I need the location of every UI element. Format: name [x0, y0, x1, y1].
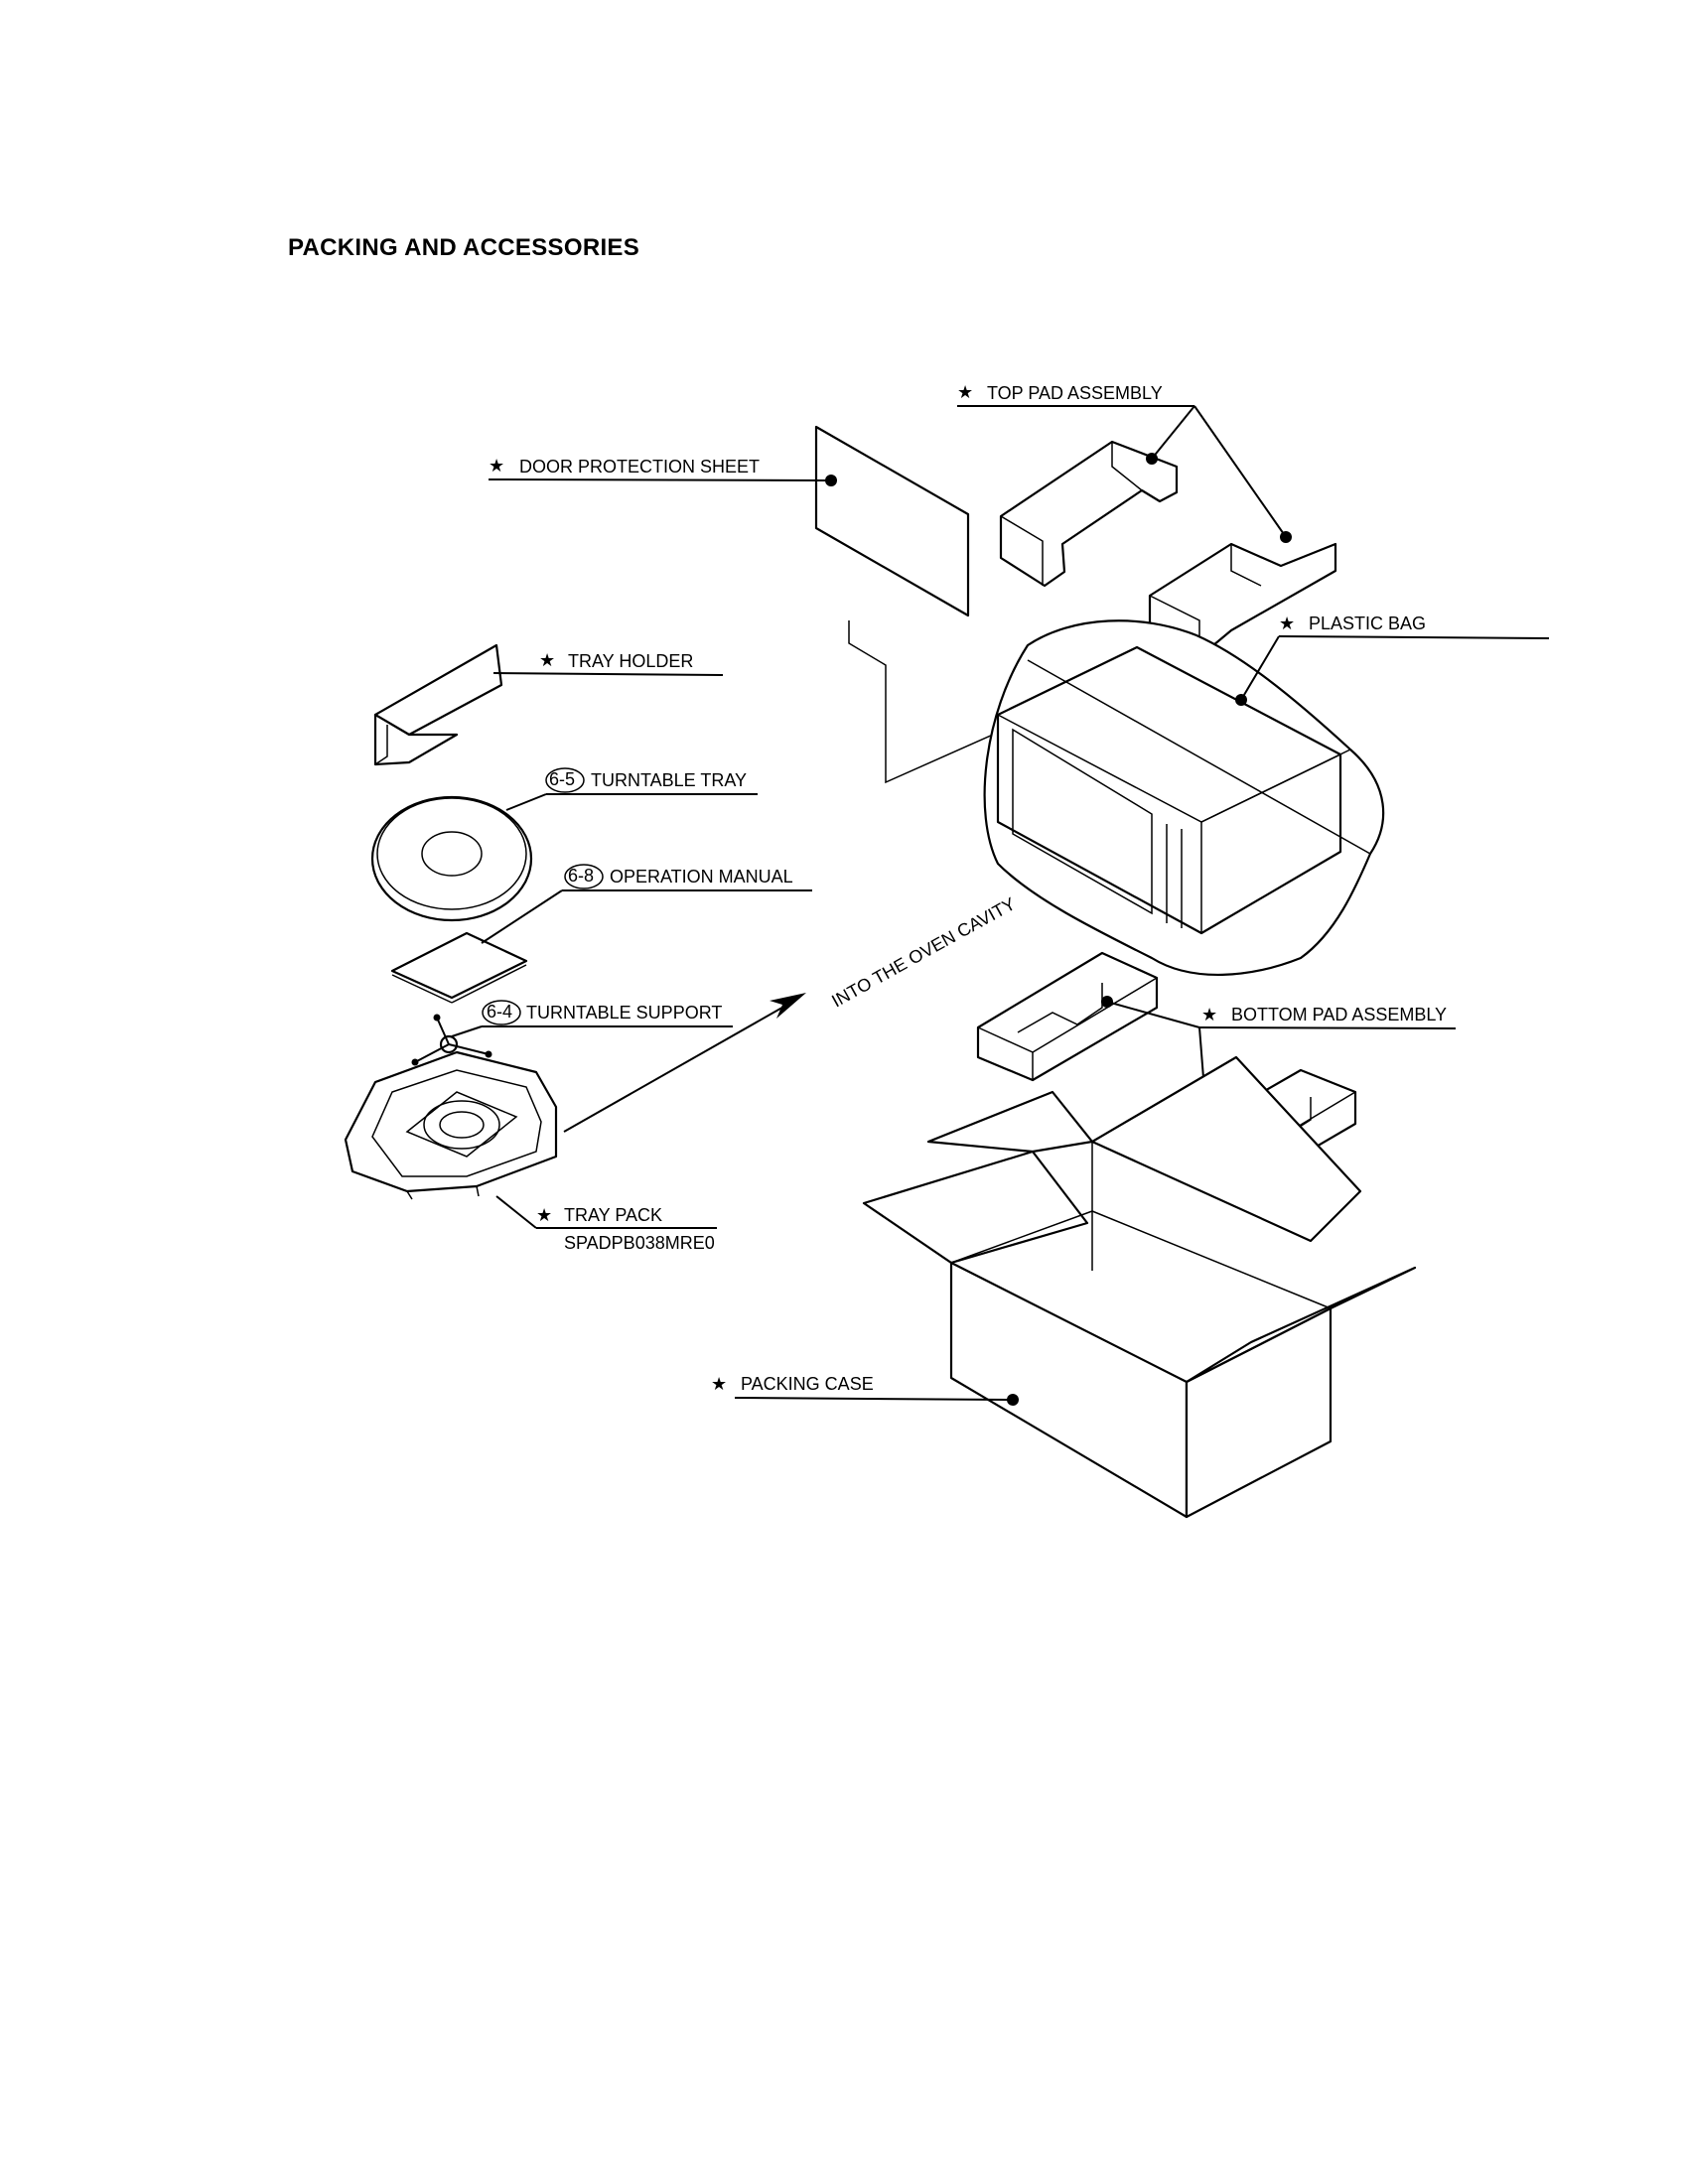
turntable-tray-part — [370, 795, 533, 922]
star-icon: ★ — [957, 382, 973, 402]
star-icon: ★ — [1279, 614, 1295, 633]
label-turntable-tray: 6-5 TURNTABLE TRAY — [505, 767, 758, 811]
label-tray-holder: ★ TRAY HOLDER — [492, 650, 724, 676]
label-tray-pack-text: TRAY PACK — [564, 1205, 662, 1225]
label-top-pad-assembly-text: TOP PAD ASSEMBLY — [987, 383, 1163, 403]
label-packing-case-text: PACKING CASE — [741, 1374, 874, 1394]
tray-holder-part — [373, 643, 503, 766]
label-top-pad-assembly: ★ TOP PAD ASSEMBLY — [957, 382, 1287, 538]
operation-manual-part — [390, 931, 528, 1004]
star-icon: ★ — [536, 1205, 552, 1225]
label-door-protection-sheet: ★ DOOR PROTECTION SHEET — [488, 456, 832, 481]
into-oven-cavity-text: INTO THE OVEN CAVITY — [828, 893, 1019, 1011]
tray-pack-part — [344, 1050, 558, 1200]
label-plastic-bag: ★ PLASTIC BAG — [1240, 614, 1550, 701]
label-operation-manual: 6-8 OPERATION MANUAL — [481, 864, 812, 944]
label-turntable-support: 6-4 TURNTABLE SUPPORT — [451, 1000, 733, 1037]
label-plastic-bag-text: PLASTIC BAG — [1309, 614, 1426, 633]
turntable-support-part — [411, 1014, 492, 1066]
ref-circle-6-5: 6-5 — [549, 769, 575, 789]
label-packing-case: ★ PACKING CASE — [711, 1374, 1014, 1401]
oven-with-plastic-bag-part — [983, 619, 1385, 977]
packing-case-part — [862, 1055, 1417, 1519]
label-turntable-support-text: TURNTABLE SUPPORT — [526, 1003, 722, 1023]
star-icon: ★ — [1201, 1005, 1217, 1024]
label-tray-pack-part-number: SPADPB038MRE0 — [564, 1233, 715, 1253]
label-tray-pack: ★ TRAY PACK SPADPB038MRE0 — [495, 1195, 717, 1253]
label-operation-manual-text: OPERATION MANUAL — [610, 867, 793, 887]
star-icon: ★ — [711, 1374, 727, 1394]
ref-circle-6-4: 6-4 — [487, 1002, 512, 1022]
label-bottom-pad-assembly: ★ BOTTOM PAD ASSEMBLY — [1106, 1001, 1457, 1155]
label-bottom-pad-assembly-text: BOTTOM PAD ASSEMBLY — [1231, 1005, 1447, 1024]
label-tray-holder-text: TRAY HOLDER — [568, 651, 693, 671]
ref-circle-6-8: 6-8 — [568, 866, 594, 886]
page-title: PACKING AND ACCESSORIES — [288, 234, 640, 261]
label-door-protection-sheet-text: DOOR PROTECTION SHEET — [519, 457, 760, 477]
star-icon: ★ — [489, 456, 504, 476]
label-turntable-tray-text: TURNTABLE TRAY — [591, 770, 747, 790]
star-icon: ★ — [539, 650, 555, 670]
